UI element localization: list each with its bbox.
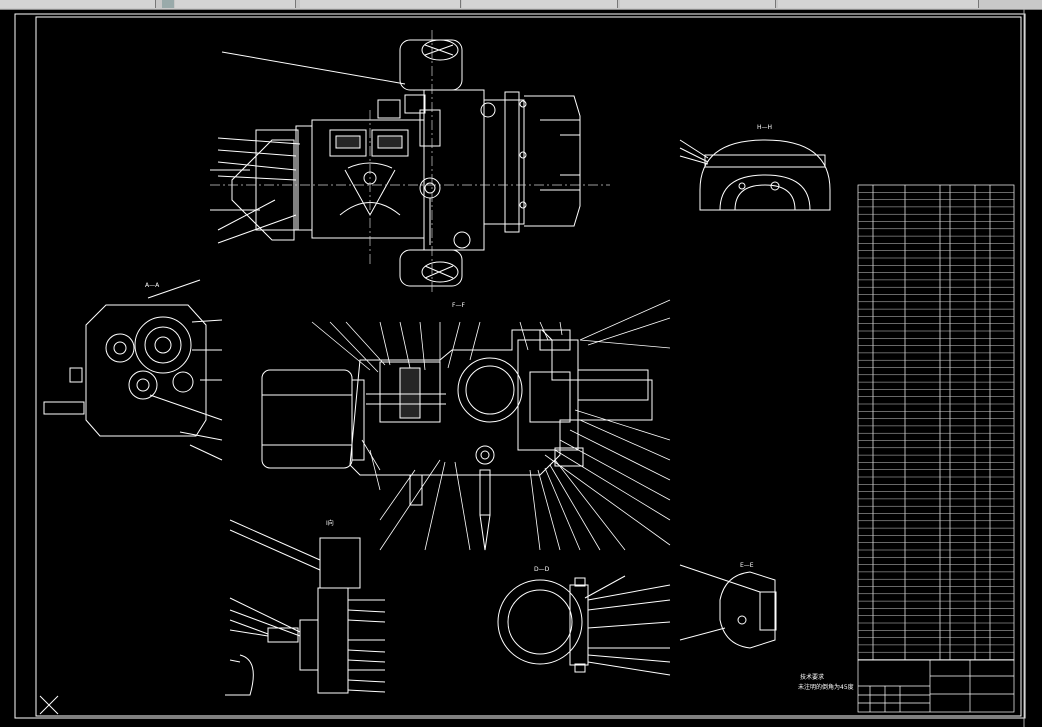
section-f-view — [261, 299, 671, 551]
view-i — [225, 519, 386, 696]
main-elevation-view — [210, 30, 610, 295]
section-d-label: D—D — [534, 566, 550, 573]
parts-list-table — [857, 184, 1015, 661]
toolbar-tab-5[interactable] — [620, 0, 776, 8]
section-h-view — [679, 139, 831, 211]
inner-border — [35, 16, 1022, 717]
toolbar-tab-4[interactable] — [462, 0, 618, 8]
tech-requirements-title: 技术要求 — [800, 674, 825, 681]
section-f-label: F—F — [452, 302, 465, 309]
toolbar-tab-2[interactable] — [175, 0, 296, 8]
parts-list-rows — [858, 192, 1014, 660]
section-d-view — [497, 575, 671, 676]
toolbar-tab-3[interactable] — [300, 0, 461, 8]
toolbar-tab-1[interactable] — [0, 0, 156, 8]
title-block — [857, 659, 1015, 713]
section-e-view — [679, 564, 777, 649]
section-a-label: A—A — [145, 282, 160, 289]
tech-requirements-body: 未注明的倒角为45度 — [798, 684, 854, 691]
view-i-label: I向 — [326, 520, 334, 527]
ucs-icon — [38, 694, 60, 716]
outer-frame — [14, 13, 1026, 719]
section-h-label: H—H — [757, 124, 773, 131]
application-toolbar — [0, 0, 1042, 10]
section-a-view — [43, 279, 223, 461]
toolbar-tab-6[interactable] — [778, 0, 979, 8]
document-icon[interactable] — [162, 0, 174, 8]
section-e-label: E—E — [740, 562, 754, 569]
